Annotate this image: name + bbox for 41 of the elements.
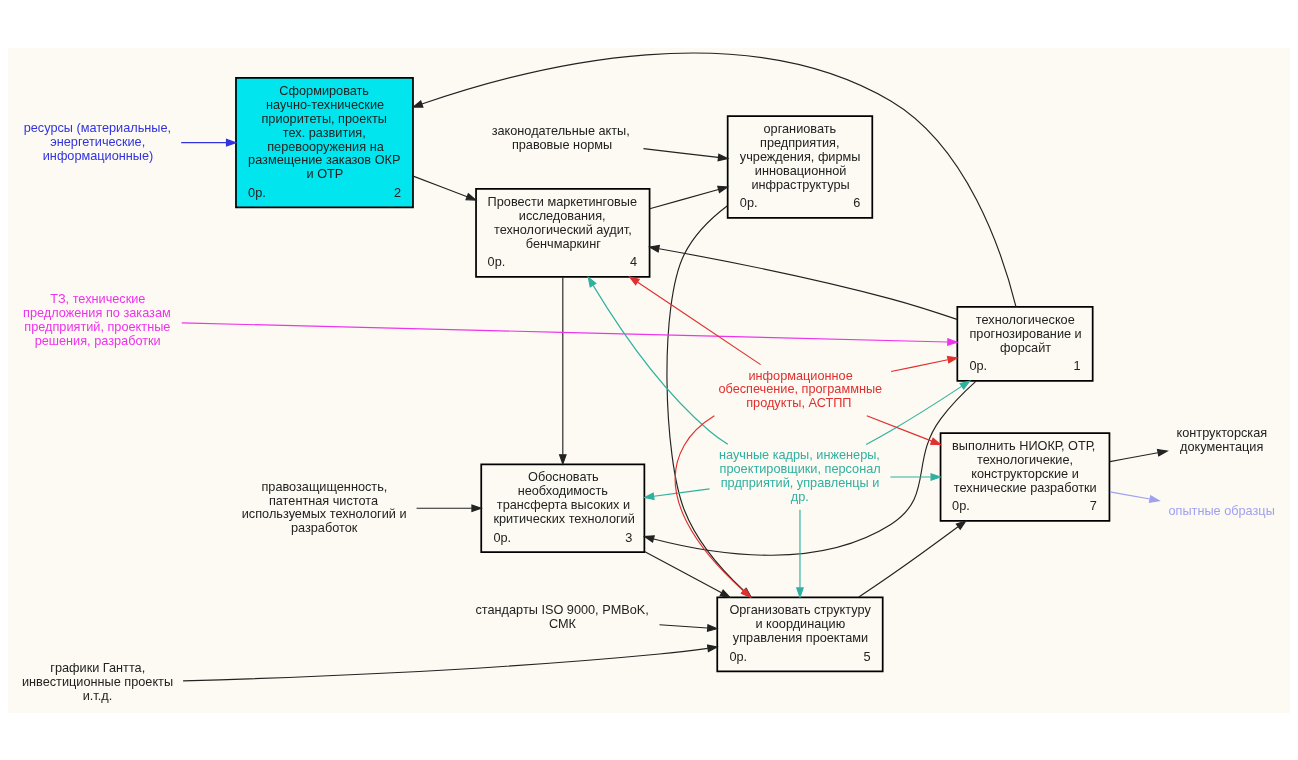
node-text: информационное обеспечение, программные продукты, АСТПП [718, 367, 883, 410]
arrow [889, 472, 943, 481]
node-box: Организовать структуру и координацию управления проектами 0р. 5 [716, 595, 884, 672]
node-text: ресурсы (материальные, энергетические, информационные) [23, 119, 172, 163]
arrow [866, 414, 943, 445]
arrow [558, 276, 567, 466]
node-text: контрукторская документация [1176, 424, 1268, 454]
arrow [865, 379, 972, 445]
node-text: правозащищенность, патентная чистота используемых технологий и разработок [241, 478, 407, 535]
arrow [642, 147, 730, 161]
arrow [412, 175, 478, 201]
arrow [795, 508, 805, 599]
arrow [643, 550, 732, 598]
arrow [890, 355, 959, 372]
arrow [415, 503, 483, 512]
node-box: выполнить НИОКР, ОТР, технологичекие, конструкторские и технические разработки 0р. 7 [939, 431, 1111, 522]
arrow [642, 380, 977, 556]
node-text: законодательные акты, правовые нормы [491, 122, 630, 152]
arrow [649, 185, 730, 209]
arrow [1109, 490, 1161, 503]
arrow [628, 275, 762, 365]
arrow [182, 643, 719, 681]
arrow [587, 275, 729, 445]
node-box: Провести маркетинговые исследования, технологический аудит, бенчмаркинг 0р. 4 [475, 187, 651, 278]
arrow [411, 51, 1017, 307]
node-box: органиовать предприятия, учреждения, фирмы инновационной инфраструктуры 0р. 6 [726, 114, 874, 219]
node-box: Обосновать необходимость трансферта высоких и критических технологий 0р. 3 [480, 462, 646, 553]
arrow [180, 138, 238, 147]
arrow [642, 487, 711, 500]
node-text: ТЗ, технические предложения по заказам предприятий, проектные решения, разработки [23, 290, 171, 348]
node-text: опытные образцы [1168, 502, 1275, 518]
arrow [181, 321, 959, 346]
node-box: технологическое прогнозирование и форсайт 0р. 1 [956, 305, 1094, 382]
node-text: стандарты ISO 9000, PMBoK, СМК [475, 601, 649, 631]
node-text: графики Гантта, инвестиционные проекты и.т.д. [21, 659, 174, 703]
arrow [858, 519, 968, 598]
arrow [658, 623, 719, 632]
arrow [647, 244, 958, 320]
node-text: научные кадры, инженеры, проектировщики, персонал прдприятий, управленцы и др. [718, 446, 881, 504]
node-box: Сформировать научно-технические приоритеты, проекты тех. развития, перевооружения на размещение заказов ОКР и ОТР 0р. 2 [235, 76, 414, 208]
arrow [1109, 448, 1169, 462]
